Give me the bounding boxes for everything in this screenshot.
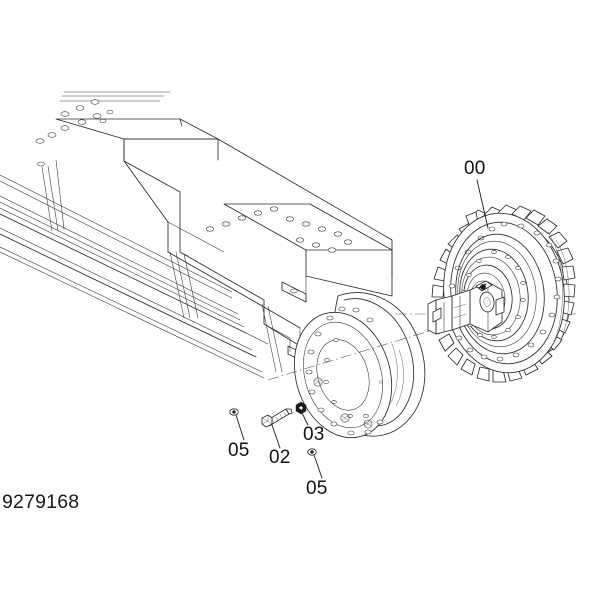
leader-line-05-left	[235, 414, 245, 441]
washer-05-right	[307, 448, 317, 456]
callout-label-00: 00	[464, 158, 486, 179]
leader-line-03	[299, 408, 309, 426]
track-frame-lower-rails	[0, 174, 265, 379]
track-frame-box-body	[41, 138, 393, 373]
final-drive-mount-housing	[293, 292, 426, 439]
callout-item-00[interactable]: 00	[464, 158, 489, 229]
callout-item-02[interactable]: 02	[269, 424, 291, 468]
leader-line-02	[271, 424, 281, 449]
leader-line-00	[476, 179, 489, 229]
bolt-02	[261, 408, 293, 428]
final-drive-sprocket-assembly	[427, 204, 576, 383]
nut-03	[295, 401, 307, 415]
travel-motor-body	[427, 280, 505, 335]
track-frame-top-deck	[35, 91, 219, 167]
washer-05-left	[229, 408, 239, 416]
callout-item-05-left[interactable]: 05	[228, 414, 250, 461]
sheet-number-label: 9279168	[2, 491, 79, 513]
callout-label-05-left: 05	[228, 440, 250, 461]
leader-line-05-right	[313, 454, 323, 479]
callout-label-02: 02	[269, 447, 291, 468]
callout-item-03[interactable]: 03	[299, 408, 325, 445]
callout-label-03: 03	[303, 424, 325, 445]
callout-item-05-right[interactable]: 05	[306, 454, 328, 499]
callout-label-05-right: 05	[306, 478, 328, 499]
